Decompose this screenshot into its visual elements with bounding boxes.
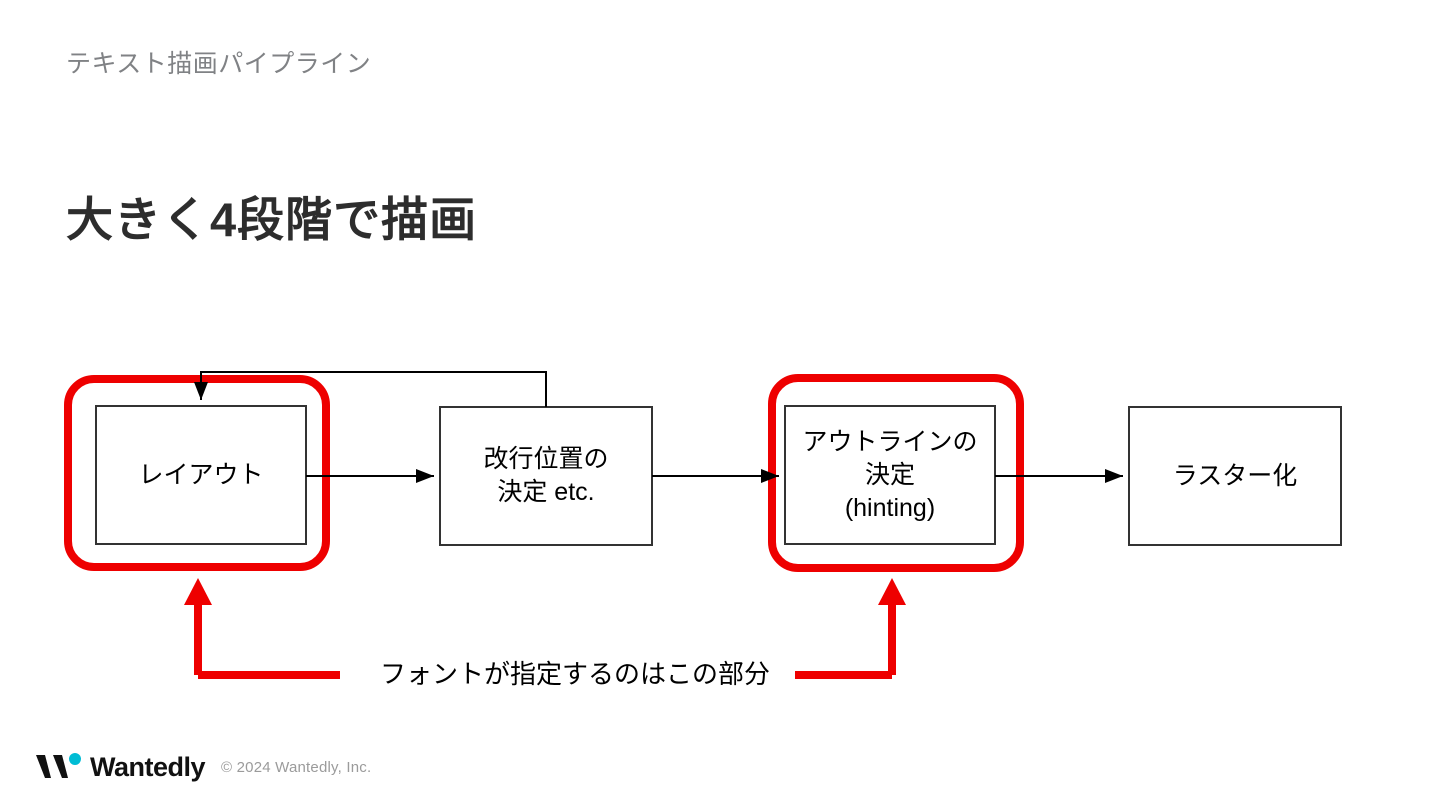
annotation-arrowhead-right xyxy=(878,578,906,605)
slide-eyebrow: テキスト描画パイプライン xyxy=(66,50,372,78)
copyright-text: © 2024 Wantedly, Inc. xyxy=(221,758,372,776)
process-box-layout[interactable] xyxy=(95,405,307,545)
process-box-linebreak[interactable] xyxy=(439,406,653,546)
wantedly-wordmark: Wantedly xyxy=(90,751,206,782)
page-title: 大きく4段階で描画 xyxy=(66,193,478,247)
process-box-outline[interactable] xyxy=(784,405,996,545)
process-box-raster[interactable] xyxy=(1128,406,1342,546)
wantedly-logo-icon xyxy=(36,753,81,778)
feedback-loop-connector xyxy=(194,371,547,407)
footer: Wantedly © 2024 Wantedly, Inc. xyxy=(34,750,371,784)
annotation-caption: フォントが指定するのはこの部分 xyxy=(379,659,770,689)
annotation-arrowhead-left xyxy=(184,578,212,605)
highlight-ring-layout xyxy=(64,375,330,571)
